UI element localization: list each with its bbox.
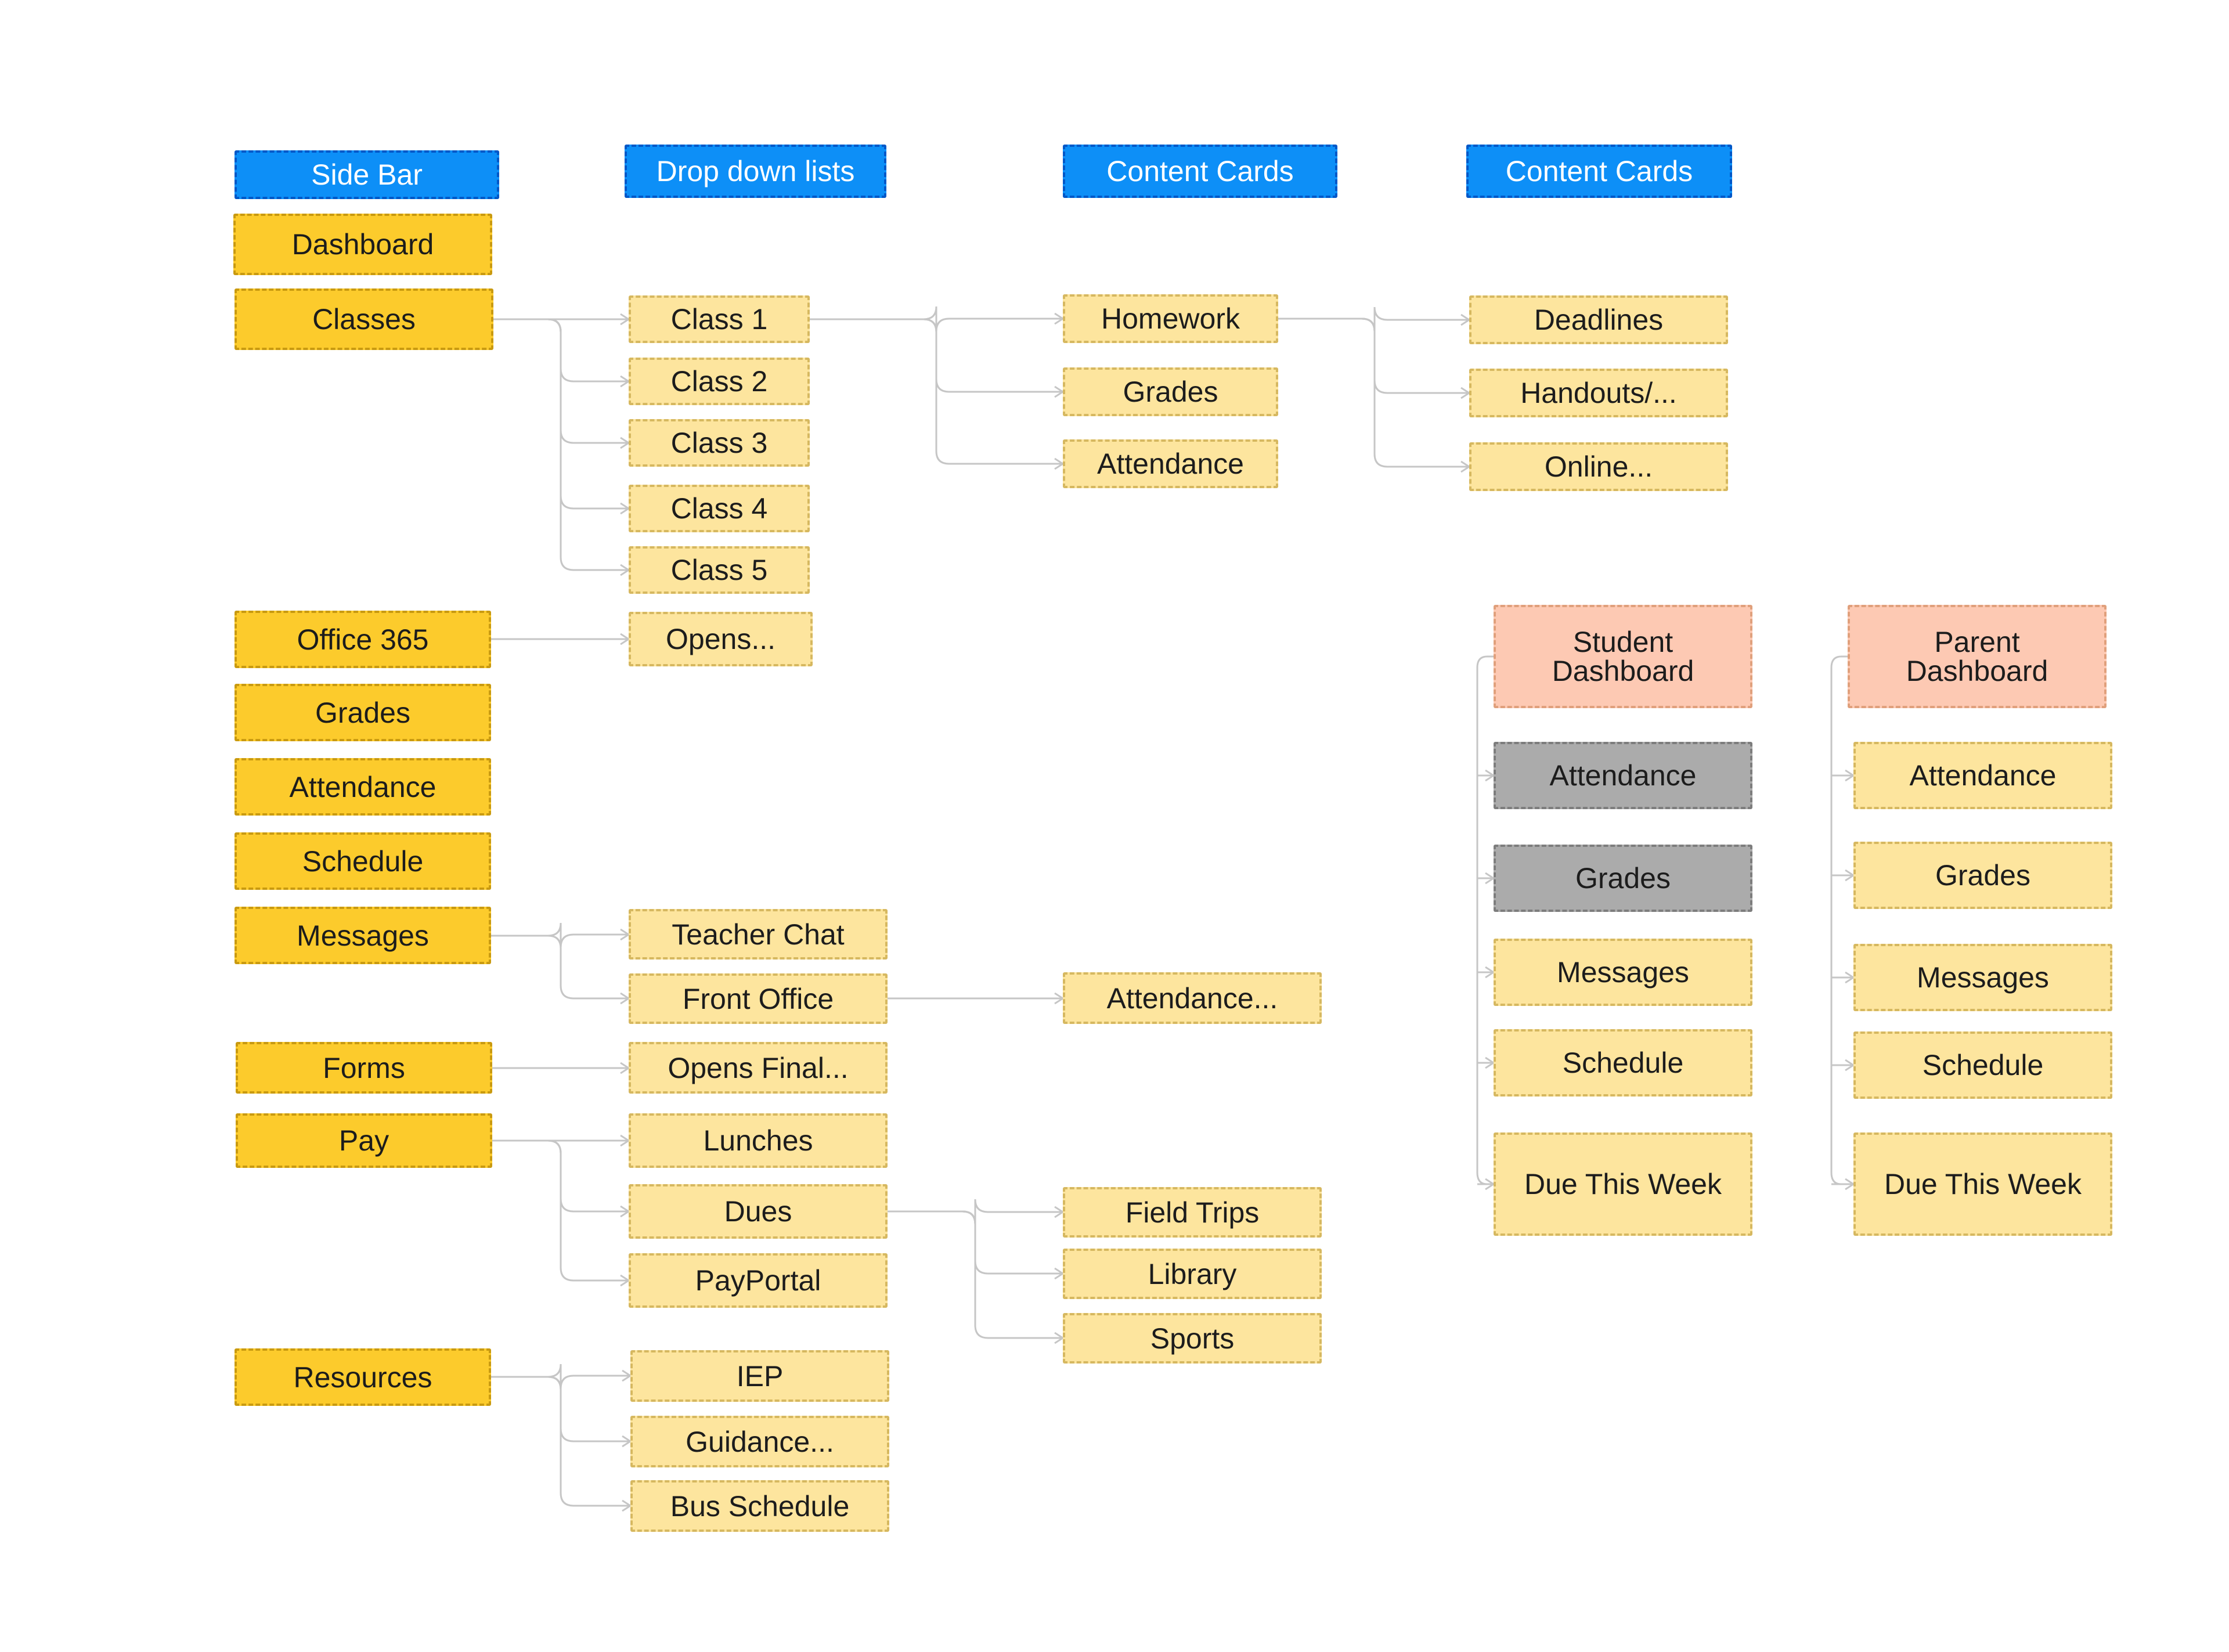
dropdown-item-opens[interactable]: Opens... [629,612,813,666]
dropdown-item-opens-final[interactable]: Opens Final... [629,1042,888,1094]
card-sports[interactable]: Sports [1063,1313,1322,1364]
sidebar-item-messages[interactable]: Messages [235,907,491,964]
header-drop-down-lists: Drop down lists [625,145,886,198]
header-side-bar: Side Bar [235,150,499,199]
student-dashboard-schedule[interactable]: Schedule [1494,1029,1752,1096]
connector-messages-1 [491,922,629,948]
card-online[interactable]: Online... [1469,442,1728,491]
card-deadlines[interactable]: Deadlines [1469,295,1728,344]
dropdown-item-dues[interactable]: Dues [629,1184,888,1239]
dropdown-item-bus-schedule[interactable]: Bus Schedule [630,1480,889,1532]
card-attendance-dots[interactable]: Attendance... [1063,972,1322,1024]
connector-resources-1 [491,1364,630,1389]
connector-parent-spine [1830,655,1848,1185]
connector-class1-card-1 [810,306,1063,332]
sidebar-item-grades[interactable]: Grades [235,684,491,741]
header-content-cards-1: Content Cards [1063,145,1337,198]
sidebar-item-dashboard[interactable]: Dashboard [233,214,492,275]
dropdown-item-class-3[interactable]: Class 3 [629,419,810,467]
card-grades[interactable]: Grades [1063,367,1278,416]
student-dashboard-header: Student Dashboard [1494,605,1752,708]
card-library[interactable]: Library [1063,1249,1322,1299]
dropdown-item-class-5[interactable]: Class 5 [629,546,810,594]
card-homework[interactable]: Homework [1063,294,1278,343]
dropdown-item-class-4[interactable]: Class 4 [629,485,810,532]
sidebar-item-attendance[interactable]: Attendance [235,758,491,816]
student-dashboard-grades: Grades [1494,845,1752,912]
dropdown-item-iep[interactable]: IEP [630,1350,889,1402]
card-attendance[interactable]: Attendance [1063,439,1278,488]
sidebar-item-office365[interactable]: Office 365 [235,611,491,668]
connector-classes-class-5 [493,318,629,571]
parent-dashboard-schedule[interactable]: Schedule [1853,1031,2112,1099]
student-dashboard-messages[interactable]: Messages [1494,939,1752,1006]
student-dashboard-attendance: Attendance [1494,742,1752,809]
connector-student-spine [1476,655,1494,1185]
dropdown-item-front-office[interactable]: Front Office [629,973,888,1024]
card-handouts[interactable]: Handouts/... [1469,369,1728,417]
sidebar-item-classes[interactable]: Classes [235,288,493,350]
dropdown-item-class-2[interactable]: Class 2 [629,358,810,405]
connector-class1-card-3 [810,318,1063,465]
sidebar-item-forms[interactable]: Forms [236,1042,492,1094]
sidebar-item-schedule[interactable]: Schedule [235,832,491,890]
connector-dues-3 [888,1210,1063,1339]
student-dashboard-due-this-week[interactable]: Due This Week [1494,1132,1752,1236]
connector-messages-2 [491,935,629,1000]
dropdown-item-guidance[interactable]: Guidance... [630,1416,889,1467]
dropdown-item-teacher-chat[interactable]: Teacher Chat [629,909,888,960]
parent-dashboard-header: Parent Dashboard [1848,605,2107,708]
sidebar-item-resources[interactable]: Resources [235,1348,491,1406]
parent-dashboard-attendance[interactable]: Attendance [1853,742,2112,809]
parent-dashboard-due-this-week[interactable]: Due This Week [1853,1132,2112,1236]
dropdown-item-lunches[interactable]: Lunches [629,1113,888,1168]
card-field-trips[interactable]: Field Trips [1063,1187,1322,1238]
dropdown-item-class-1[interactable]: Class 1 [629,295,810,343]
dropdown-item-payportal[interactable]: PayPortal [629,1253,888,1308]
parent-dashboard-messages[interactable]: Messages [1853,944,2112,1011]
connector-homework-card-3 [1278,318,1469,468]
sidebar-item-pay[interactable]: Pay [236,1113,492,1168]
connector-resources-3 [491,1376,630,1507]
header-content-cards-2: Content Cards [1466,145,1732,198]
connector-pay-3 [492,1139,629,1282]
parent-dashboard-grades[interactable]: Grades [1853,842,2112,909]
